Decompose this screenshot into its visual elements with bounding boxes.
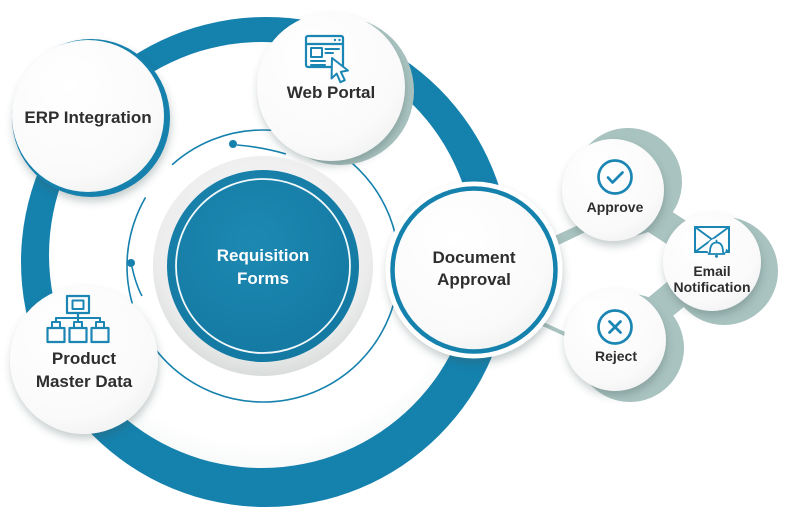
approve-label: Approve	[587, 199, 644, 215]
erp-bubble	[12, 40, 164, 192]
node-web-portal	[257, 13, 414, 165]
web-portal-bubble	[257, 13, 405, 161]
leader-dot-left	[127, 259, 143, 297]
document-approval-ring	[390, 186, 558, 354]
mail-bell-icon	[694, 226, 730, 258]
node-approve	[562, 139, 664, 241]
erp-integration-label: ERP Integration	[24, 108, 151, 127]
email-notification-label-line1: Email	[693, 263, 730, 279]
node-document-approval	[385, 181, 563, 359]
center-label-line1: Requisition	[217, 246, 310, 265]
center-label-line2: Forms	[237, 269, 289, 288]
document-approval-label-line2: Approval	[437, 270, 511, 289]
leader-dot-top	[229, 140, 287, 155]
reject-label: Reject	[595, 348, 637, 364]
check-circle-icon	[597, 159, 633, 195]
product-master-label-line1: Product	[52, 349, 117, 368]
document-approval-label-line1: Document	[432, 248, 515, 267]
hierarchy-icon	[46, 294, 110, 344]
browser-cursor-icon	[304, 34, 349, 84]
email-notification-label-line2: Notification	[674, 279, 751, 295]
node-product-master-data	[10, 286, 158, 434]
document-approval-bubble	[394, 190, 554, 350]
node-erp-integration	[12, 39, 170, 197]
node-email-notification	[663, 213, 761, 311]
center-inner-ring	[175, 178, 351, 354]
web-portal-label: Web Portal	[287, 83, 375, 102]
node-requisition-forms	[153, 156, 373, 376]
cross-circle-icon	[597, 309, 633, 345]
product-master-label-line2: Master Data	[36, 372, 133, 391]
node-reject	[564, 289, 666, 391]
center-teal-circle	[167, 170, 359, 362]
